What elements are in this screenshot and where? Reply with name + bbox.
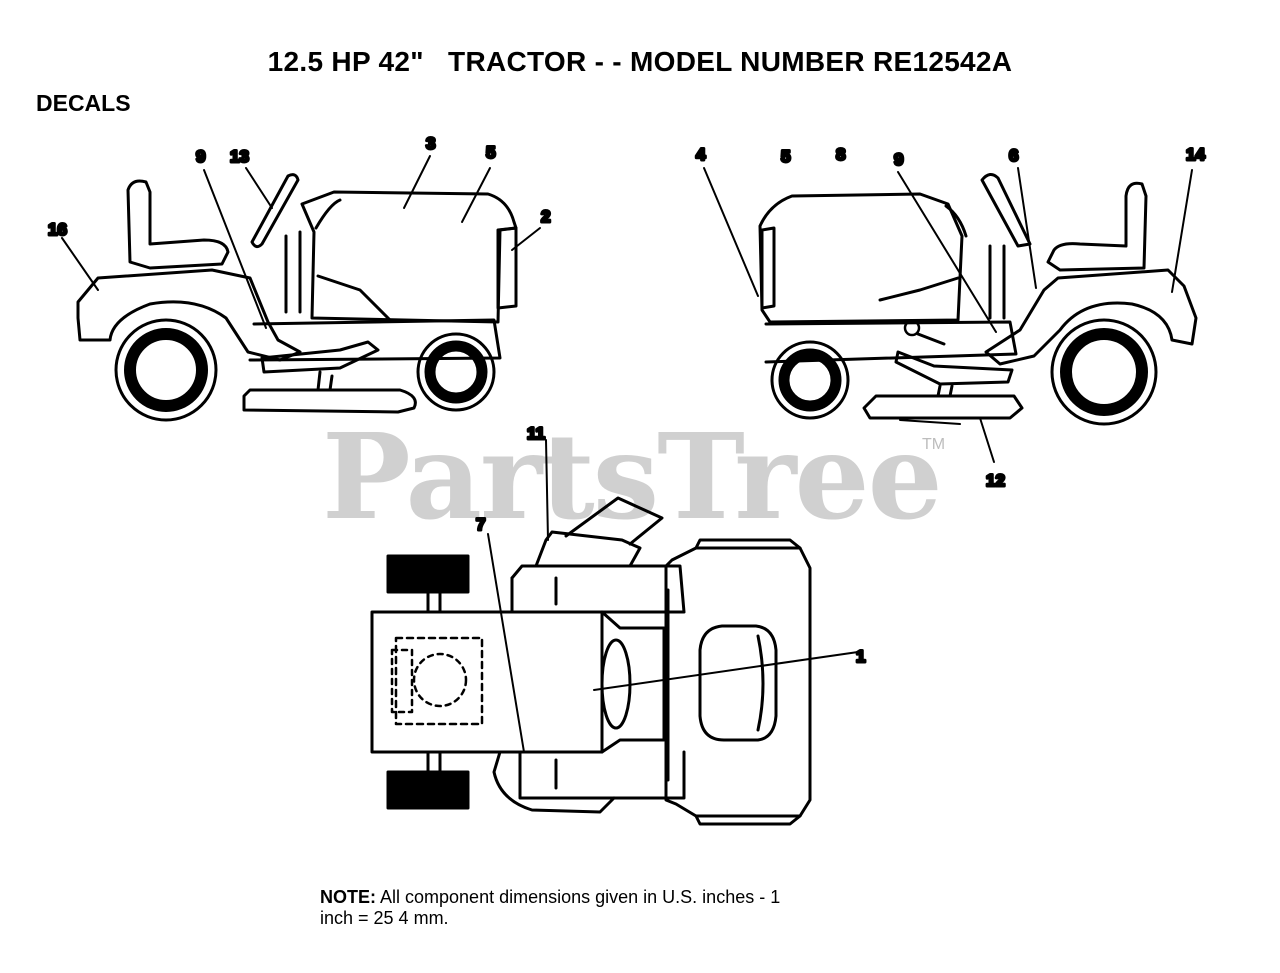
mower-deck [862,394,1024,420]
steering-wheel [980,173,1032,248]
callout-right-12: 12 [986,471,1005,490]
tractor-top-view [370,439,859,826]
callout-right-9: 9 [894,150,903,169]
note-label: NOTE: [320,887,376,907]
rear-wheel [114,318,218,422]
section-heading: DECALS [36,90,131,116]
frame [764,320,1018,364]
callout-right-8: 8 [836,145,845,164]
callout-left-16: 16 [48,220,67,239]
rear-fender [664,546,812,818]
deck-hanger [936,384,954,398]
deck-hanger [316,370,334,392]
note-text-line1: All component dimensions given in U.S. i… [380,887,781,907]
body [510,576,686,800]
page-title: 12.5 HP 42" TRACTOR - - MODEL NUMBER RE1… [267,46,1013,77]
engine-outline [390,648,414,714]
leader-line [1017,167,1037,289]
leader-line [593,651,859,691]
engine-outline [412,652,468,708]
callout-left-5: 5 [486,143,495,162]
front-wheel-tire [424,340,488,404]
rear-wheel-tire [124,328,208,412]
footrest [894,350,1014,386]
axle [426,590,442,774]
leader-line [245,167,273,209]
front-wheel-left [386,554,470,594]
leader-line [703,167,759,297]
front-wheel [416,332,496,412]
callout-right-14: 14 [1186,145,1205,164]
leader-line [403,155,431,209]
discharge-cover [534,530,642,568]
body [510,564,686,614]
seat-back [756,634,765,732]
rear-fender [984,268,1198,366]
callout-top-11: 11 [527,424,545,443]
discharge-chute [564,496,664,546]
hood [300,190,518,324]
leader-line [461,167,491,223]
deck-chute [899,419,961,425]
leader-line [511,227,541,251]
leader-line [61,237,99,291]
hood [370,610,604,754]
hood-side-panel [878,276,960,302]
hood [758,192,964,324]
steering-column [988,244,1006,320]
leader-line [897,171,997,333]
steering-wheel [250,173,300,249]
hood-seam [944,204,968,238]
frame [248,318,502,362]
front-wheel-tire [778,348,842,412]
engine-outline [394,636,484,726]
callout-right-5: 5 [781,147,790,166]
seat [1046,181,1148,272]
seat [126,179,230,270]
callout-top-1: 1 [856,647,865,666]
leader-line [545,439,549,541]
callout-right-4: 4 [696,145,706,164]
watermark: PartsTree [322,407,943,546]
front-wheel-right [386,770,470,810]
callout-top-7: 7 [476,515,485,534]
rear-wheel [1050,318,1158,426]
callout-right-6: 6 [1009,146,1018,165]
leader-line [487,533,525,753]
mower-deck [492,750,616,814]
rear-tire [694,538,802,826]
grille [760,226,776,310]
hood-side-panel [316,274,392,322]
lift-lever-knob [903,319,921,337]
note-text-line2: inch = 25 4 mm. [320,908,449,928]
rear-wheel-tire [1060,328,1148,416]
lift-lever [916,332,946,346]
leader-line [979,417,995,463]
leader-line [1171,169,1193,293]
hood-seam [314,198,342,230]
callout-left-3: 3 [426,134,435,153]
steering-wheel [600,638,632,730]
footrest [260,340,380,374]
steering-column [284,230,302,314]
rear-fender [76,268,302,362]
tractor-left-side-view [61,155,541,422]
tractor-right-side-view [703,167,1198,463]
watermark-trademark: TM [922,436,946,453]
front-wheel [770,340,850,420]
seat [698,624,778,742]
callout-left-13: 13 [230,147,249,166]
leader-line [203,169,267,329]
console [600,610,666,754]
mower-deck [242,388,417,414]
callout-left-2: 2 [541,207,550,226]
dimensions-note: NOTE: All component dimensions given in … [320,887,920,929]
callout-left-9: 9 [196,147,205,166]
grille [496,226,518,310]
